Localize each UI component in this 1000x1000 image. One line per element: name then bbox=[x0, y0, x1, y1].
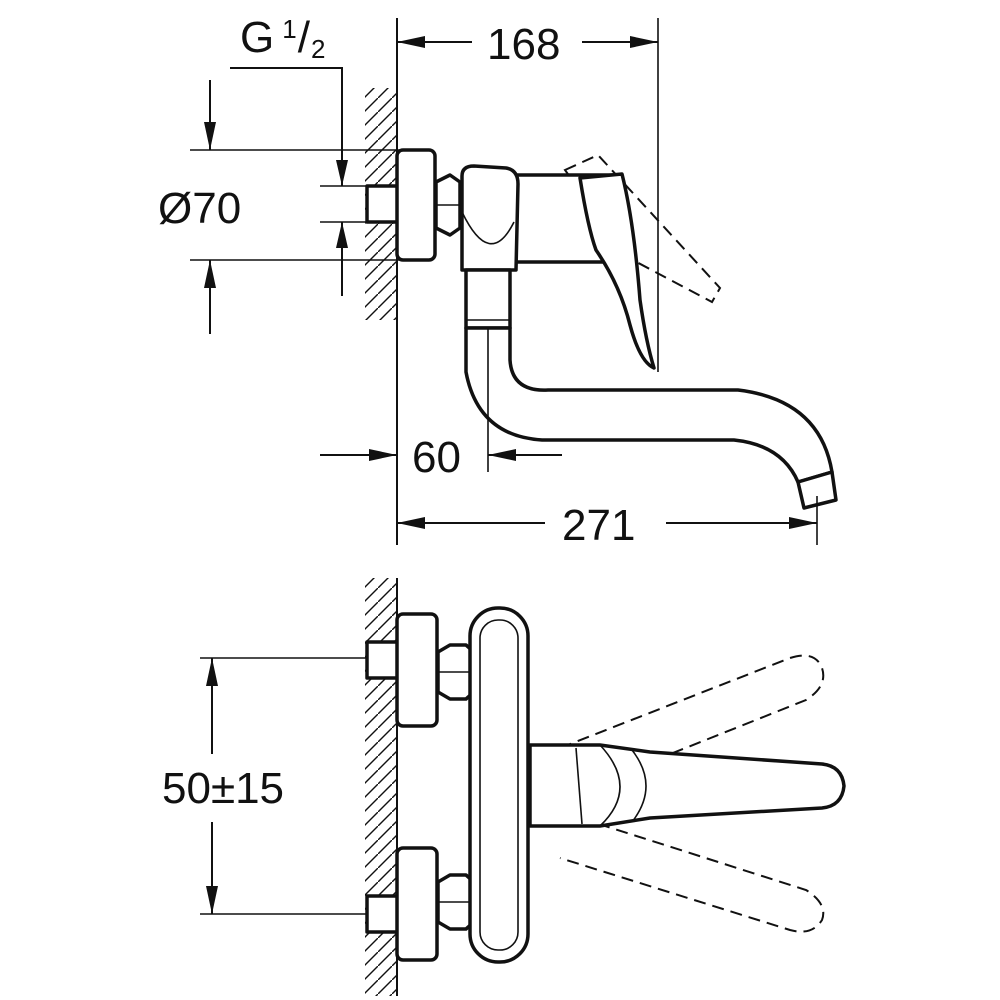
thread-leader bbox=[230, 67, 368, 296]
lever-plan bbox=[528, 743, 846, 828]
side-view bbox=[190, 18, 838, 545]
lever-down-position bbox=[559, 817, 825, 933]
spacing-dimension bbox=[200, 657, 368, 915]
faucet-side bbox=[365, 148, 838, 510]
inlet-upper bbox=[365, 612, 476, 728]
projection-label: 168 bbox=[487, 20, 560, 69]
offset-dimension bbox=[320, 449, 562, 461]
wall-top bbox=[365, 18, 398, 545]
length-label: 271 bbox=[562, 501, 635, 550]
projection-dimension bbox=[397, 18, 659, 372]
spacing-label: 50±15 bbox=[162, 764, 284, 813]
diameter-dimension bbox=[190, 80, 400, 334]
body-bar bbox=[468, 606, 530, 964]
lever-up-position bbox=[559, 654, 825, 791]
offset-label: 60 bbox=[412, 433, 461, 482]
length-dimension bbox=[397, 496, 818, 545]
diameter-label: Ø70 bbox=[158, 184, 241, 233]
inlet-lower bbox=[365, 846, 476, 962]
plan-view bbox=[200, 578, 846, 996]
